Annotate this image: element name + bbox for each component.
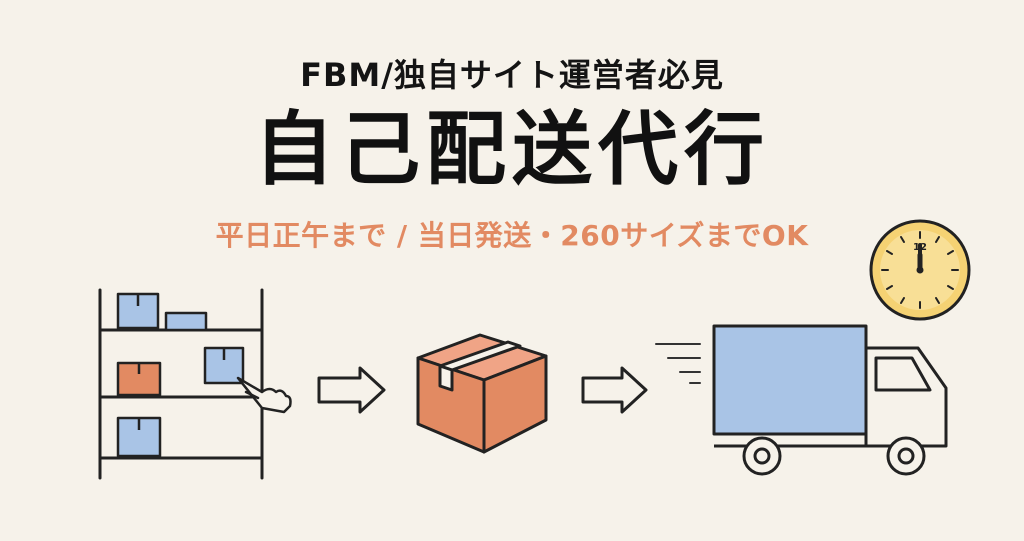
motion-lines — [655, 343, 701, 384]
clock-icon: 12 — [869, 219, 971, 321]
shelf-box-mid-right — [203, 346, 245, 385]
tagline: 平日正午まで / 当日発送・260サイズまでOK — [215, 219, 809, 252]
subtitle: FBM/独自サイト運営者必見 — [300, 56, 724, 94]
shelf-box-top-right — [164, 311, 208, 332]
truck-window — [874, 356, 932, 392]
arrow-right-icon — [581, 366, 648, 414]
cardboard-box-icon — [416, 333, 548, 454]
shelf-box-top-left — [116, 292, 160, 330]
page-title: 自己配送代行 — [254, 103, 770, 196]
shelf-icon — [98, 288, 264, 480]
shelf-boxes — [116, 292, 245, 458]
hand-pointer-icon — [236, 376, 292, 414]
truck-cargo — [712, 324, 868, 436]
arrow-right-icon — [317, 366, 386, 414]
delivery-truck-icon — [712, 324, 948, 476]
